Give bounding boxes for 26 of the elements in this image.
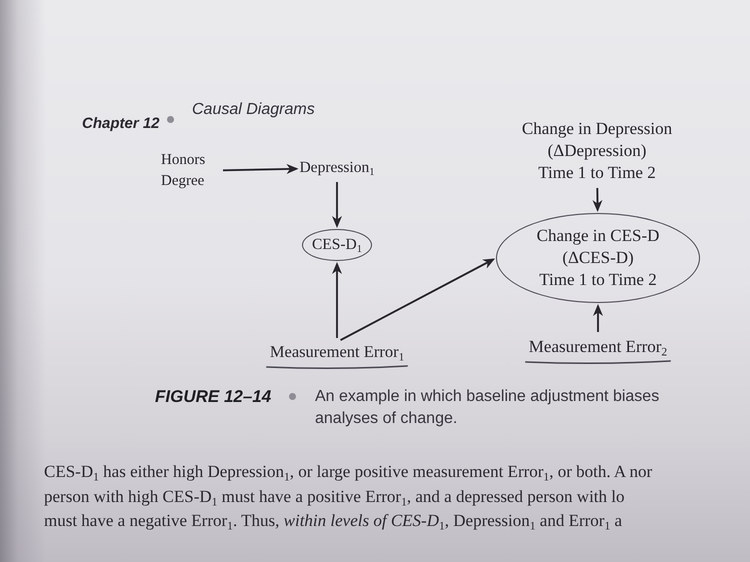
variable-label: Measurement Error$_{1}$ xyxy=(270,342,404,362)
chapter-number: Chapter 12 xyxy=(82,114,160,133)
body-text-line: must have a negative Error$_{1}$. Thus, within levels of CES-D$_{1}$, Depression$_{1}$ and Error$_{1}$ a xyxy=(44,510,622,532)
circled-variable xyxy=(302,229,372,261)
arrow xyxy=(592,188,602,212)
variable-label: Change in CES-D xyxy=(536,225,660,247)
variable-label: (ΔCES-D) xyxy=(562,247,634,269)
body-text-line: CES-D$_{1}$ has either high Depression$_{1}$, or large positive measurement Error$_{1}$, or both. A nor xyxy=(44,461,652,483)
running-head: Causal Diagrams xyxy=(192,100,315,119)
figure-caption: An example in which baseline adjustment biases analyses of change. xyxy=(315,387,660,429)
variable-label: Depression$_{1}$ xyxy=(300,158,374,178)
figure-title: FIGURE 12–14 xyxy=(155,386,272,408)
variable-label: (ΔDepression) xyxy=(548,140,646,162)
arrow xyxy=(332,182,342,228)
variable-label: Time 1 to Time 2 xyxy=(538,162,656,184)
circled-variable xyxy=(496,213,700,303)
variable-label: CES-D$_{1}$ xyxy=(312,235,362,255)
arrow xyxy=(593,304,603,332)
variable-label: Time 1 to Time 2 xyxy=(539,269,657,291)
variable-label: Measurement Error$_{2}$ xyxy=(528,336,668,357)
arrow xyxy=(340,258,496,341)
arrow xyxy=(222,164,298,174)
variable-label: Honors Degree xyxy=(161,150,219,192)
arrow xyxy=(332,262,342,338)
variable-label: Change in Depression xyxy=(522,118,672,140)
body-text-line: person with high CES-D$_{1}$ must have a positive Error$_{1}$, and a depressed person with lo xyxy=(44,486,624,508)
